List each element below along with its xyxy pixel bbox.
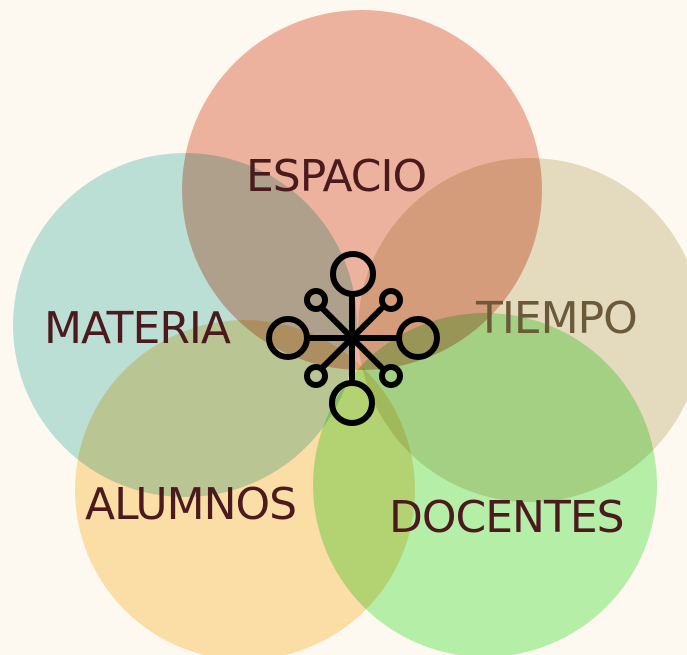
- label-materia: MATERIA: [44, 303, 231, 354]
- label-tiempo: TIEMPO: [475, 293, 637, 344]
- label-docentes: DOCENTES: [389, 492, 624, 543]
- label-alumnos: ALUMNOS: [85, 479, 296, 530]
- label-espacio: ESPACIO: [246, 151, 426, 202]
- labels-layer: ESPACIO MATERIA TIEMPO ALUMNOS DOCENTES: [44, 151, 638, 543]
- circles-layer: [13, 10, 687, 655]
- circle-docentes: [313, 313, 657, 655]
- network-hub-icon: [266, 251, 440, 426]
